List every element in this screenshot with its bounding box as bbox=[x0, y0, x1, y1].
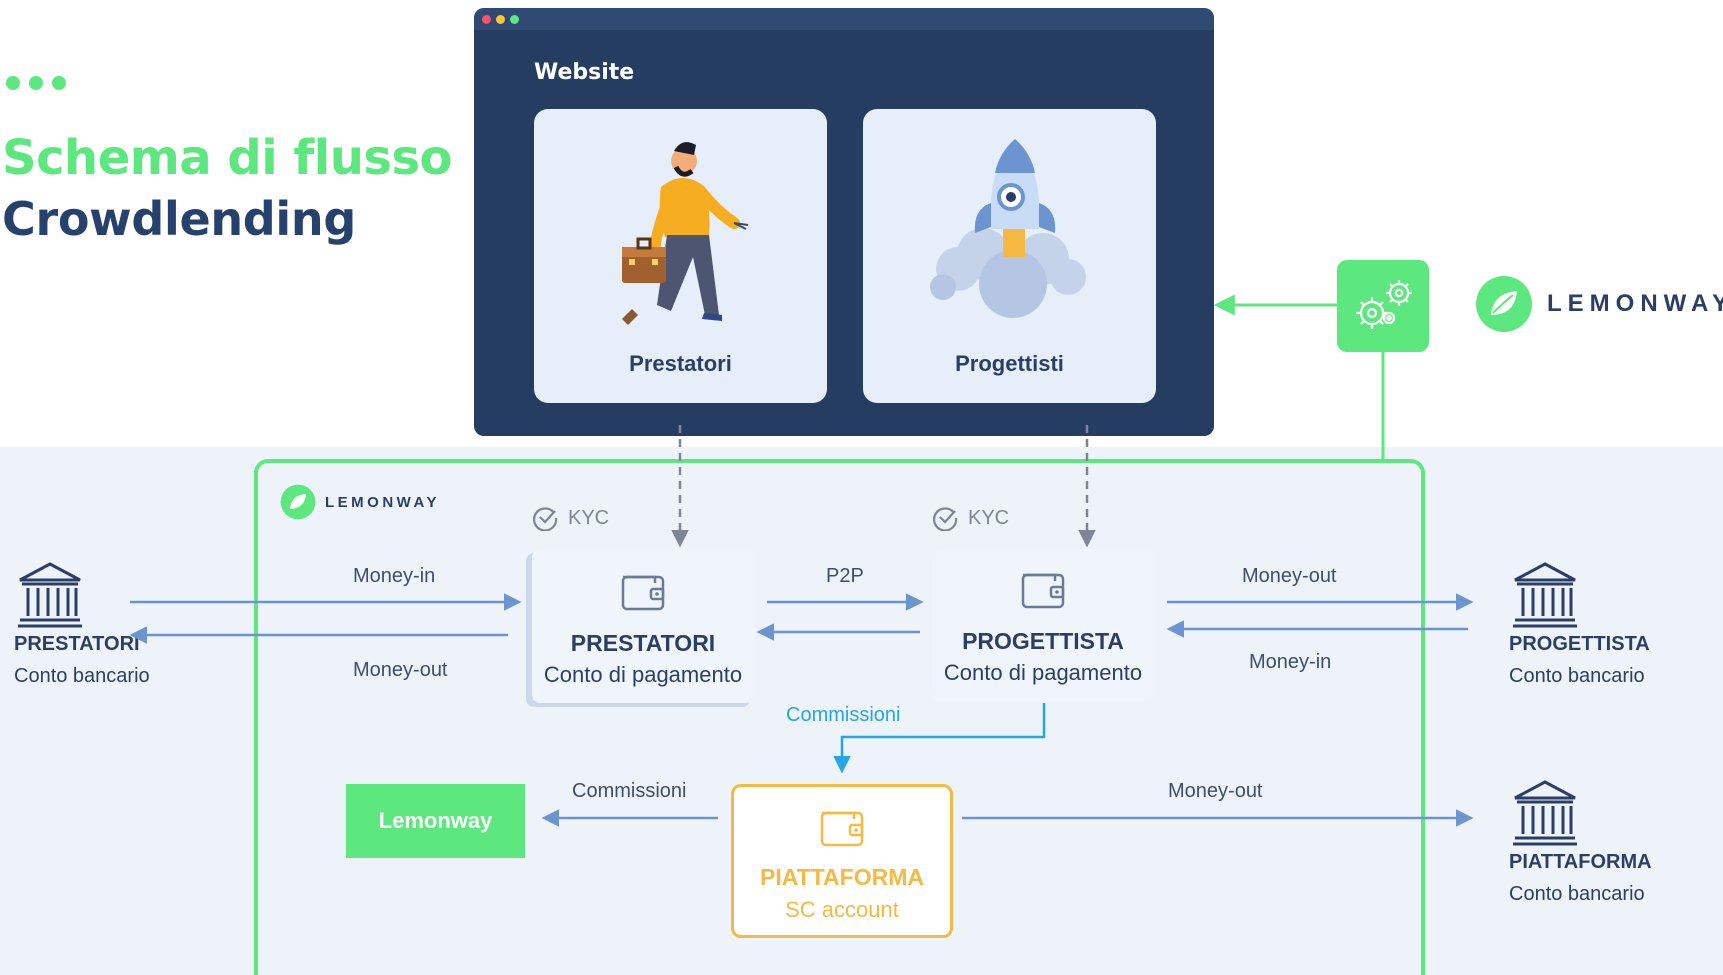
lemonway-box: Lemonway bbox=[346, 784, 525, 858]
flow-label-money-out-platform: Money-out bbox=[1168, 780, 1263, 802]
website-title: Website bbox=[534, 60, 635, 85]
account-prestatori: PRESTATORI Conto di pagamento bbox=[532, 549, 754, 703]
account-piattaforma-type: SC account bbox=[785, 897, 899, 922]
rocket-illustration bbox=[930, 139, 1086, 318]
lemonway-wordmark: LEMONWAY bbox=[1547, 290, 1723, 317]
wallet-icon bbox=[621, 575, 665, 611]
api-integration-box bbox=[1337, 260, 1429, 352]
lemonway-logo-small: LEMONWAY bbox=[280, 484, 440, 520]
flow-label-money-out-right: Money-out bbox=[1242, 565, 1337, 587]
website-window: Website Prestatori bbox=[474, 8, 1214, 436]
minimize-dot-icon bbox=[496, 14, 505, 24]
flow-label-commissioni: Commissioni bbox=[572, 780, 687, 802]
maximize-dot-icon bbox=[510, 14, 519, 24]
close-dot-icon bbox=[482, 14, 491, 24]
bank-progettista-name: PROGETTISTA bbox=[1509, 633, 1650, 655]
flow-label-money-in-left: Money-in bbox=[353, 565, 436, 587]
bank-icon bbox=[1513, 562, 1577, 628]
account-prestatori-type: Conto di pagamento bbox=[543, 662, 743, 687]
wallet-icon-orange bbox=[820, 811, 864, 847]
bank-icon bbox=[18, 562, 82, 628]
bank-prestatori-sub: Conto bancario bbox=[14, 665, 150, 687]
check-circle-icon bbox=[933, 507, 958, 531]
title-line-1: Schema di flusso bbox=[2, 130, 453, 186]
check-circle-icon bbox=[533, 507, 558, 531]
flow-label-money-out-left: Money-out bbox=[353, 659, 448, 681]
flow-label-commissioni-blue: Commissioni bbox=[786, 704, 901, 726]
bank-progettista: PROGETTISTA Conto bancario bbox=[1509, 560, 1650, 688]
walking-man-illustration bbox=[622, 142, 749, 325]
card-progettisti-label: Progettisti bbox=[955, 351, 1064, 376]
lemonway-leaf-icon bbox=[1476, 276, 1532, 332]
account-piattaforma-name: PIATTAFORMA bbox=[760, 864, 924, 890]
title-line-2: Crowdlending bbox=[2, 192, 356, 246]
wallet-icon bbox=[1021, 573, 1065, 609]
bank-prestatori: PRESTATORI Conto bancario bbox=[14, 560, 150, 688]
gears-icon bbox=[1356, 280, 1412, 329]
flow-label-p2p: P2P bbox=[826, 565, 864, 587]
window-titlebar bbox=[474, 8, 1214, 30]
kyc-label: KYC bbox=[568, 506, 610, 529]
bank-piattaforma-name: PIATTAFORMA bbox=[1509, 851, 1652, 873]
bank-prestatori-name: PRESTATORI bbox=[14, 633, 140, 655]
decor-dots bbox=[6, 76, 66, 90]
account-progettista: PROGETTISTA Conto di pagamento bbox=[932, 549, 1154, 701]
bank-progettista-sub: Conto bancario bbox=[1509, 665, 1645, 687]
flow-label-money-in-right: Money-in bbox=[1249, 651, 1332, 673]
kyc-label: KYC bbox=[968, 506, 1010, 529]
account-progettista-type: Conto di pagamento bbox=[943, 660, 1143, 685]
account-progettista-name: PROGETTISTA bbox=[962, 628, 1124, 654]
lemonway-logo: LEMONWAY bbox=[1475, 275, 1723, 333]
bank-icon bbox=[1513, 780, 1577, 846]
card-progettisti: Progettisti bbox=[863, 109, 1156, 403]
kyc-progettista: KYC bbox=[932, 505, 1009, 531]
kyc-prestatori: KYC bbox=[532, 505, 609, 531]
card-prestatori-label: Prestatori bbox=[629, 351, 732, 376]
lemonway-leaf-icon-small bbox=[280, 484, 316, 520]
account-piattaforma: PIATTAFORMA SC account bbox=[731, 784, 953, 938]
bank-piattaforma: PIATTAFORMA Conto bancario bbox=[1509, 778, 1652, 906]
card-prestatori: Prestatori bbox=[534, 109, 827, 403]
lemonway-wordmark-small: LEMONWAY bbox=[325, 493, 440, 511]
lemonway-platform-frame bbox=[254, 459, 1425, 975]
account-prestatori-name: PRESTATORI bbox=[570, 630, 716, 656]
bank-piattaforma-sub: Conto bancario bbox=[1509, 883, 1645, 905]
